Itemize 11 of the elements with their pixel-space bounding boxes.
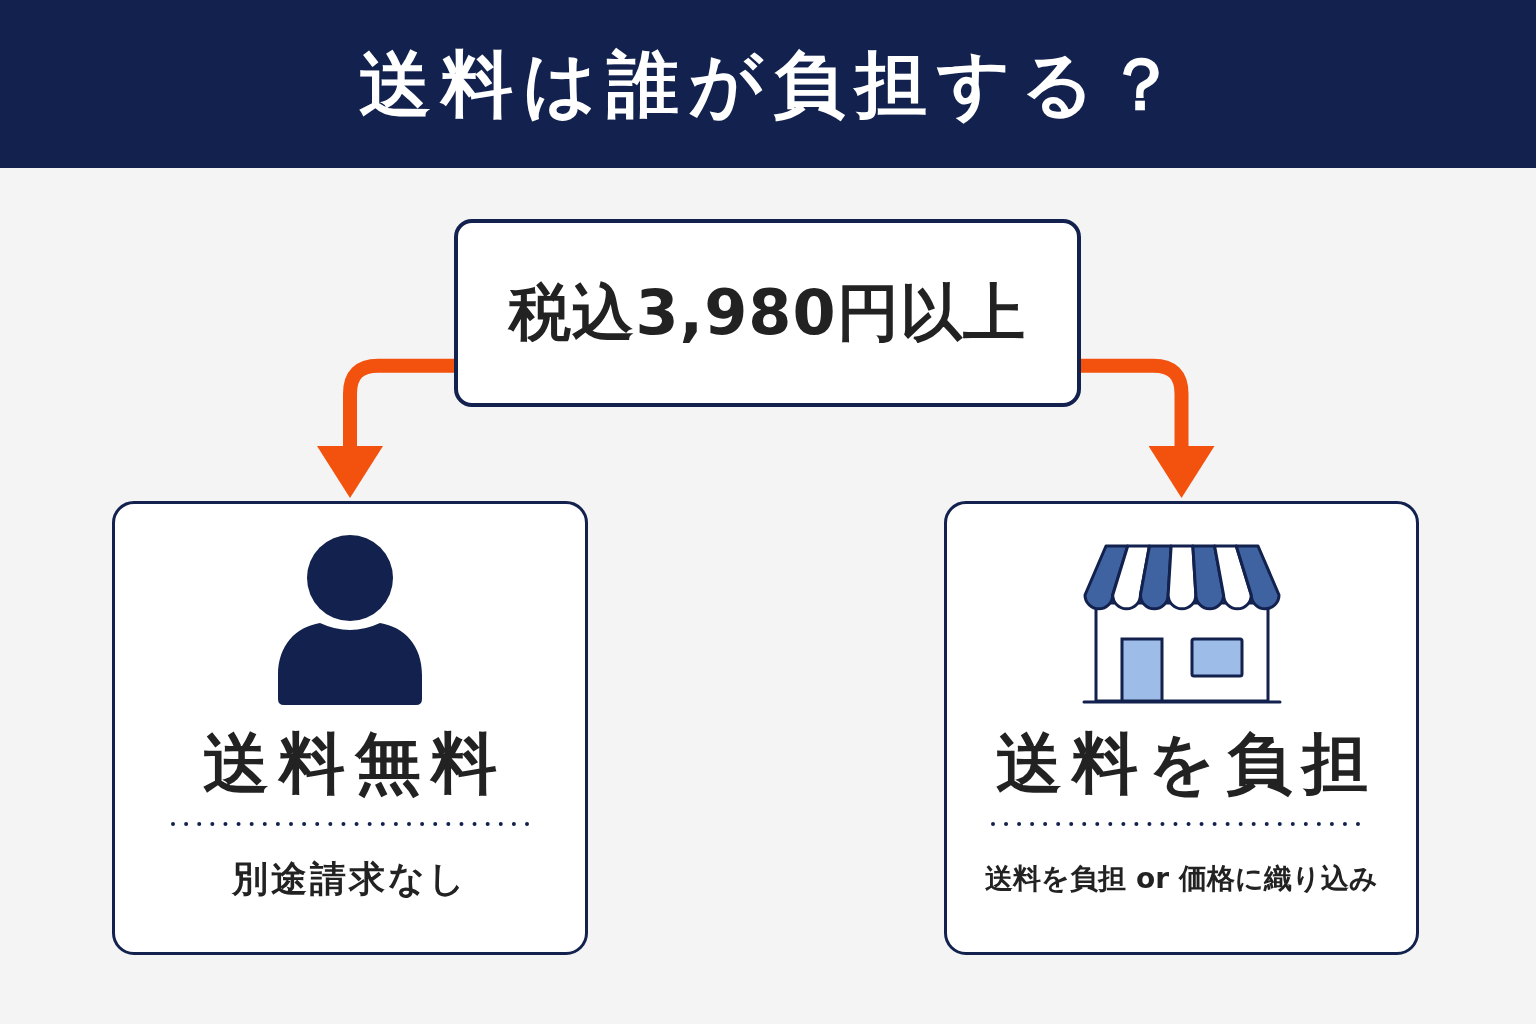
arrow (317, 358, 454, 498)
card-heading: 送料を負担 (994, 729, 1378, 799)
option-card (944, 501, 1419, 955)
page-title: 送料は誰が負担する？ (358, 40, 1187, 128)
condition-text: 税込3,980円以上 (509, 275, 1026, 351)
card-description: 送料を負担 or 価格に織り込み (985, 861, 1378, 897)
option-card (112, 501, 588, 955)
arrow (1081, 358, 1215, 498)
condition-box (454, 219, 1081, 407)
card-description: 別途請求なし (232, 857, 468, 901)
card-heading: 送料無料 (202, 729, 507, 799)
